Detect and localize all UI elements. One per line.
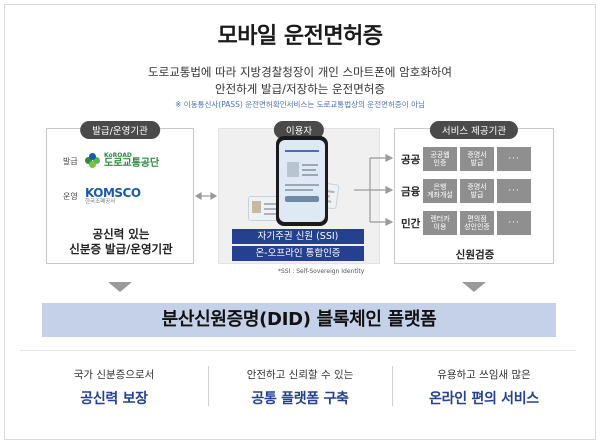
service-item-more: ···: [497, 211, 531, 235]
operator-row: 운영 KOMSCO 한국조폐공사: [63, 187, 141, 206]
koroad-logo-ko: 도로교통공단: [104, 158, 160, 169]
service-item-more: ···: [497, 147, 531, 171]
service-row-label: 공공: [401, 153, 421, 166]
service-item: 편의점 성인인증: [460, 211, 494, 235]
down-arrow-icon: [108, 282, 132, 292]
koroad-logo: KoROAD 도로교통공단: [85, 153, 159, 169]
description-line-2: 안전하게 발급/저장하는 운전면허증: [215, 82, 385, 96]
user-panel-tab: 이용자: [273, 121, 325, 139]
service-item: 렌터카 이용: [423, 211, 457, 235]
koroad-logo-en: KoROAD: [104, 152, 132, 159]
issuer-row: 발급 KoROAD 도로교통공단: [63, 153, 159, 169]
issuer-panel: 발급/운영기관 발급 KoROAD 도로교통공단 운영 KOMSCO 한국조폐공…: [46, 121, 195, 264]
ssi-footnote: *SSI : Self-Sovereign Identity: [278, 268, 365, 275]
description-line-1: 도로교통법에 따라 지방경찰청장이 개인 스마트폰에 암호화하여: [148, 65, 452, 79]
benefit-separator: [208, 366, 209, 406]
service-row-public: 공공 공공웹 인증 증명서 발급 ···: [401, 147, 534, 171]
benefit-sub: 안전하고 신뢰할 수 있는: [246, 369, 354, 381]
service-row-label: 민간: [401, 217, 421, 230]
ssi-label: 자기주권 신원 (SSI): [232, 229, 364, 244]
pass-note: ※ 이동통신사(PASS) 운전면허확인서비스는 도로교통법상의 운전면허증이 …: [175, 100, 425, 109]
service-item: 공공웹 인증: [423, 147, 457, 171]
benefit-sub: 국가 신분증으로서: [73, 369, 155, 381]
smartphone-icon: [276, 136, 328, 226]
benefit-separator: [392, 366, 393, 406]
down-arrow-icon: [462, 282, 486, 292]
issuer-panel-tab: 발급/운영기관: [80, 121, 160, 139]
service-item: 증명서 발급: [460, 179, 494, 203]
benefit-2: 안전하고 신뢰할 수 있는 공통 플랫폼 구축: [220, 367, 380, 408]
service-caption: 신원검증: [455, 249, 495, 261]
service-row-finance: 금융 은행 계좌개설 증명서 발급 ···: [401, 179, 534, 203]
benefit-sub: 유용하고 쓰임새 많은: [437, 369, 531, 381]
benefit-3: 유용하고 쓰임새 많은 온라인 편의 서비스: [404, 367, 564, 408]
komsco-logo-en: KOMSCO: [85, 186, 141, 200]
komsco-logo: KOMSCO 한국조폐공사: [85, 187, 141, 206]
komsco-logo-ko: 한국조폐공사: [85, 199, 116, 205]
divider: [20, 350, 576, 351]
did-platform-bar: 분산신원증명(DID) 블록체인 플랫폼: [42, 303, 556, 337]
benefit-main: 공통 플랫폼 구축: [251, 391, 349, 407]
page-title: 모바일 운전면허증: [217, 24, 383, 49]
service-row-label: 금융: [401, 185, 421, 198]
koroad-mark-icon: [85, 153, 101, 169]
service-row-private: 민간 렌터카 이용 편의점 성인인증 ···: [401, 211, 534, 235]
benefit-main: 공신력 보장: [80, 391, 148, 407]
issuer-tag: 발급: [63, 156, 78, 166]
benefit-main: 온라인 편의 서비스: [429, 391, 539, 407]
benefit-1: 국가 신분증으로서 공신력 보장: [34, 367, 194, 408]
service-item-more: ···: [497, 179, 531, 203]
issuer-caption-line-2: 신분증 발급/운영기관: [69, 241, 173, 256]
onoff-auth-label: 온-오프라인 통합인증: [232, 246, 364, 261]
service-panel-tab: 서비스 제공기관: [429, 121, 519, 139]
service-item: 증명서 발급: [460, 147, 494, 171]
service-panel: 서비스 제공기관 공공 공공웹 인증 증명서 발급 ··· 금융 은행 계좌개설…: [394, 121, 554, 264]
service-item: 은행 계좌개설: [423, 179, 457, 203]
issuer-caption: 공신력 있는 신분증 발급/운영기관: [47, 227, 195, 257]
operator-tag: 운영: [63, 191, 78, 201]
issuer-caption-line-1: 공신력 있는: [92, 227, 150, 241]
